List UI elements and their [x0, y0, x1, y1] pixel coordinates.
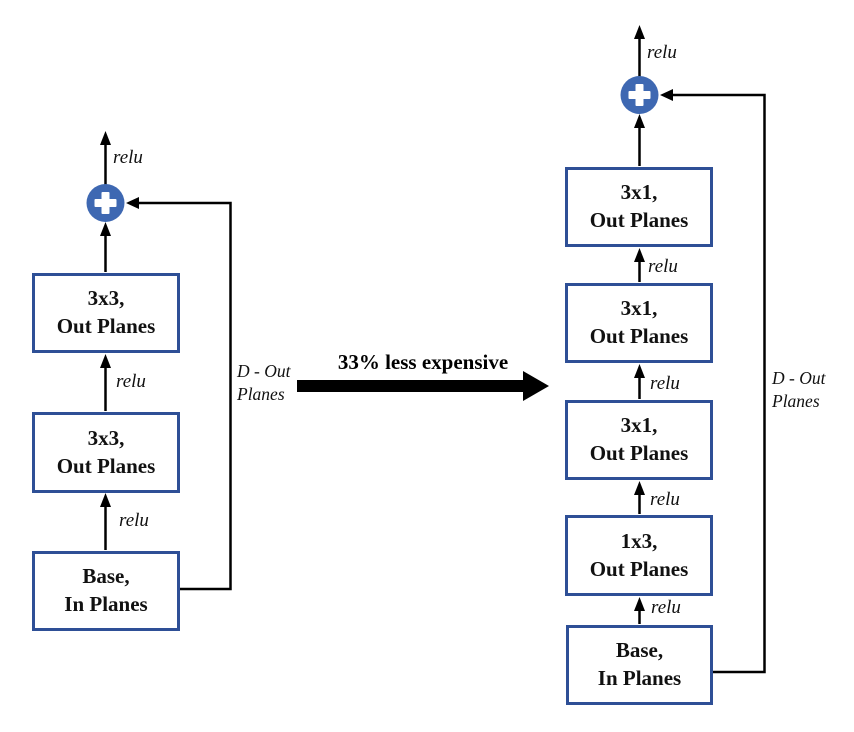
- right-arrow-base-to-conv4: [634, 597, 645, 624]
- right-skip-connection-line: [660, 89, 766, 674]
- box-label-line2: In Planes: [64, 592, 148, 616]
- left-arrow-conv2-to-conv1: [100, 354, 111, 411]
- box-label-line1: Base,: [615, 638, 664, 663]
- left-skip-connection-line: [126, 197, 232, 591]
- box-label-line1: Base,: [82, 564, 130, 589]
- left-relu-label-1: relu: [116, 371, 146, 392]
- skip-label-line1: D - Out: [772, 368, 826, 388]
- box-label-line1: 3x3,: [87, 425, 125, 450]
- right-conv-box-3: 3x1, Out Planes: [565, 400, 713, 480]
- left-conv-box-1: 3x3, Out Planes: [32, 273, 180, 353]
- transform-arrow: [297, 371, 549, 401]
- box-label-line2: Out Planes: [56, 314, 156, 338]
- left-output-arrow: [100, 131, 111, 185]
- box-label-line2: Out Planes: [589, 324, 689, 348]
- left-arrow-conv1-to-plus: [100, 222, 111, 272]
- box-label-line2: Out Planes: [589, 208, 689, 232]
- box-label-line2: Out Planes: [589, 556, 689, 581]
- box-label-line1: 3x1,: [620, 296, 658, 321]
- box-label-line1: 3x1,: [620, 413, 658, 438]
- right-relu-label-4: relu: [651, 597, 681, 618]
- right-arrow-conv4-to-conv3: [634, 481, 645, 514]
- right-plus-icon: [620, 76, 659, 114]
- right-output-relu-label: relu: [647, 42, 677, 63]
- skip-label-line2: Planes: [772, 391, 820, 412]
- right-relu-label-3: relu: [650, 489, 680, 510]
- left-skip-dimension-label: D - Out Planes: [237, 360, 290, 406]
- transform-arrow-label: 33% less expensive: [337, 350, 509, 374]
- right-arrow-conv1-to-plus: [634, 114, 645, 166]
- right-output-arrow: [634, 25, 645, 77]
- box-label-line1: 3x3,: [87, 286, 125, 311]
- right-relu-label-2: relu: [650, 373, 680, 394]
- box-label-line1: 1x3,: [620, 528, 658, 553]
- left-base-box: Base, In Planes: [32, 551, 180, 631]
- skip-label-line1: D - Out: [237, 361, 291, 381]
- box-label-line1: 3x1,: [620, 180, 658, 205]
- box-label-line2: Out Planes: [56, 453, 156, 478]
- left-relu-label-2: relu: [119, 510, 149, 531]
- left-output-relu-label: relu: [113, 147, 143, 168]
- right-conv-box-4: 1x3, Out Planes: [565, 515, 713, 596]
- box-label-line2: In Planes: [597, 666, 682, 690]
- right-relu-label-1: relu: [648, 256, 678, 277]
- left-arrow-base-to-conv2: [100, 493, 111, 550]
- right-conv-box-2: 3x1, Out Planes: [565, 283, 713, 363]
- right-base-box: Base, In Planes: [566, 625, 713, 705]
- left-plus-icon: [86, 184, 125, 222]
- skip-label-line2: Planes: [237, 384, 285, 405]
- right-conv-box-1: 3x1, Out Planes: [565, 167, 713, 247]
- right-arrow-conv2-to-conv1: [634, 248, 645, 282]
- right-skip-dimension-label: D - Out Planes: [772, 367, 825, 413]
- left-conv-box-2: 3x3, Out Planes: [32, 412, 180, 493]
- right-arrow-conv3-to-conv2: [634, 364, 645, 399]
- box-label-line2: Out Planes: [589, 441, 689, 465]
